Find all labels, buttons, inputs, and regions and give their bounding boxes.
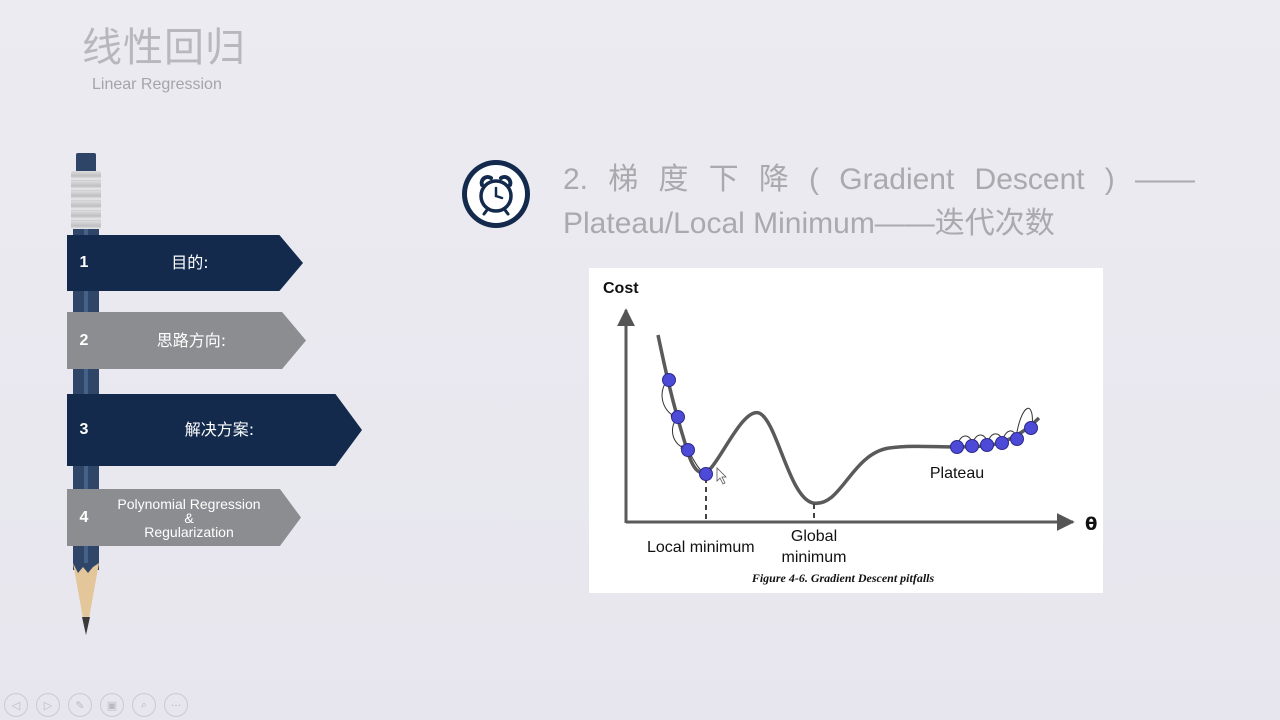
heading-part: ——	[1135, 163, 1195, 196]
gradient-descent-figure: Cost θ	[589, 268, 1103, 593]
y-axis-label: Cost	[603, 280, 639, 297]
pencil-cap	[76, 153, 96, 175]
heading-part: Gradient	[839, 163, 955, 196]
plateau-label: Plateau	[930, 465, 984, 482]
local-minimum-label: Local minimum	[647, 539, 755, 556]
menu-item-polynomial-regression[interactable]: 4 Polynomial Regression & Regularization	[67, 489, 301, 546]
heading-part: Descent	[974, 163, 1085, 196]
menu-item-label: 解决方案:	[184, 420, 255, 439]
pencil-ferrule	[71, 171, 101, 229]
section-heading-line-2: Plateau/Local Minimum——迭代次数	[563, 207, 1055, 240]
section-heading-line-1: 2. 梯 度 下 降 ( Gradient Descent ) ——	[563, 158, 1195, 202]
pen-tool-button[interactable]: ✎	[68, 693, 92, 717]
descent-steps-left	[662, 373, 713, 481]
heading-part: 度	[658, 163, 689, 196]
heading-part: )	[1104, 163, 1115, 196]
menu-item-number: 1	[79, 254, 89, 271]
slide-title: 线性回归	[82, 25, 246, 71]
next-slide-button[interactable]: ▷	[36, 693, 60, 717]
global-minimum-label-line-2: minimum	[782, 549, 847, 566]
section-heading: 2. 梯 度 下 降 ( Gradient Descent ) —— Plate…	[563, 158, 1195, 246]
alarm-clock-icon	[462, 160, 530, 228]
menu-item-number: 4	[79, 508, 89, 526]
slide-subtitle: Linear Regression	[92, 76, 222, 93]
pencil-stripe	[84, 188, 88, 570]
slides-view-button[interactable]: ▣	[100, 693, 124, 717]
gradient-descent-diagram: Cost θ	[603, 280, 1097, 585]
menu-item-approach[interactable]: 2 思路方向:	[67, 312, 306, 369]
more-options-button[interactable]: ···	[164, 693, 188, 717]
x-axis-label: θ	[1085, 514, 1097, 535]
menu-item-label: 目的:	[171, 253, 209, 272]
zoom-button[interactable]: ⌕	[132, 693, 156, 717]
pencil-tip-icon	[73, 563, 99, 635]
heading-part: 2.	[563, 163, 589, 196]
menu-item-label: 思路方向:	[156, 330, 227, 350]
mouse-cursor-icon	[716, 467, 727, 485]
menu-item-number: 3	[79, 421, 89, 438]
left-hop-arrows	[661, 379, 705, 474]
presentation-toolbar: ◁ ▷ ✎ ▣ ⌕ ···	[4, 693, 188, 717]
menu-item-label: Polynomial Regression & Regularization	[117, 495, 261, 540]
prev-slide-button[interactable]: ◁	[4, 693, 28, 717]
slide-header: 线性回归 Linear Regression	[82, 24, 246, 93]
heading-part: 降	[758, 163, 789, 196]
menu-item-solution[interactable]: 3 解决方案:	[67, 394, 362, 466]
menu-item-number: 2	[79, 331, 89, 349]
heading-part: 下	[708, 163, 739, 196]
figure-caption: Figure 4-6. Gradient Descent pitfalls	[751, 571, 935, 585]
descent-steps-plateau	[950, 421, 1038, 454]
heading-part: (	[809, 163, 820, 196]
global-minimum-label-line-1: Global	[791, 528, 837, 545]
heading-part: 梯	[608, 163, 639, 196]
menu-item-purpose[interactable]: 1 目的:	[67, 235, 303, 291]
